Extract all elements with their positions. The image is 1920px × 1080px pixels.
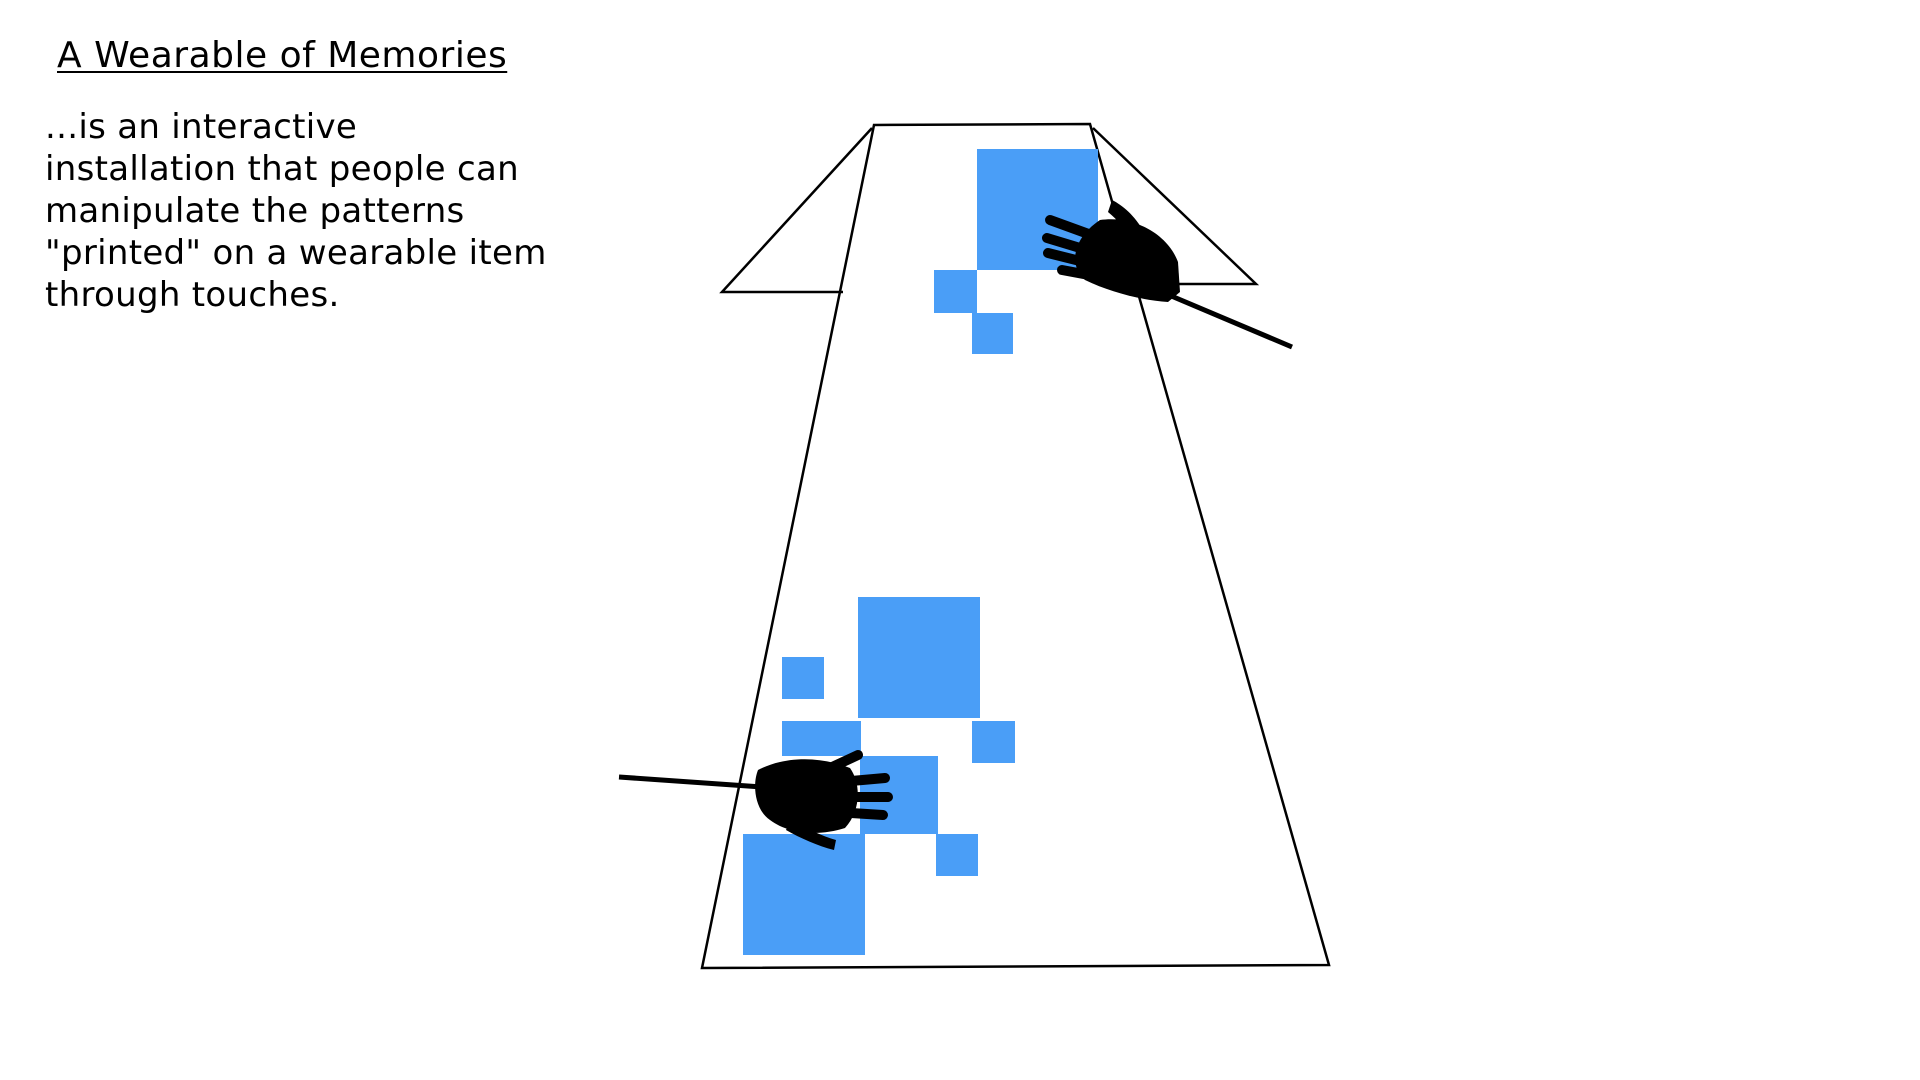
hand-finger [1057, 265, 1110, 283]
hand-finger [1045, 215, 1110, 245]
hand-finger [825, 750, 863, 773]
pattern-square [972, 721, 1015, 763]
hand-thumb [786, 820, 836, 850]
description-line-2: installation that people can [45, 149, 519, 189]
pattern-square [936, 834, 978, 876]
description-line-3: manipulate the patterns [45, 191, 465, 231]
hand-thumb [1108, 200, 1148, 250]
hand-finger [1042, 233, 1105, 259]
pattern-square [782, 657, 824, 699]
pattern-square [934, 270, 977, 313]
pattern-square [972, 313, 1013, 354]
description-line-1: ...is an interactive [45, 107, 358, 147]
hand-icon-lower [618, 750, 893, 850]
pattern-cluster-lower [743, 597, 1015, 955]
garment-right-sleeve [1092, 127, 1260, 286]
hand-finger [830, 807, 888, 820]
description-line-5: through touches. [45, 275, 340, 315]
pattern-square [743, 834, 865, 955]
description-text: ...is an interactive installation that p… [45, 106, 565, 316]
description-line-4: "printed" on a wearable item [45, 233, 547, 273]
pattern-square [858, 597, 980, 718]
sensor-wire [618, 774, 763, 790]
hand-finger [835, 773, 890, 787]
pattern-square [782, 721, 861, 756]
hand-finger [1043, 248, 1105, 271]
hand-icon-upper [1042, 200, 1293, 350]
page-title: A Wearable of Memories [57, 35, 508, 76]
garment-left-sleeve [719, 127, 873, 294]
